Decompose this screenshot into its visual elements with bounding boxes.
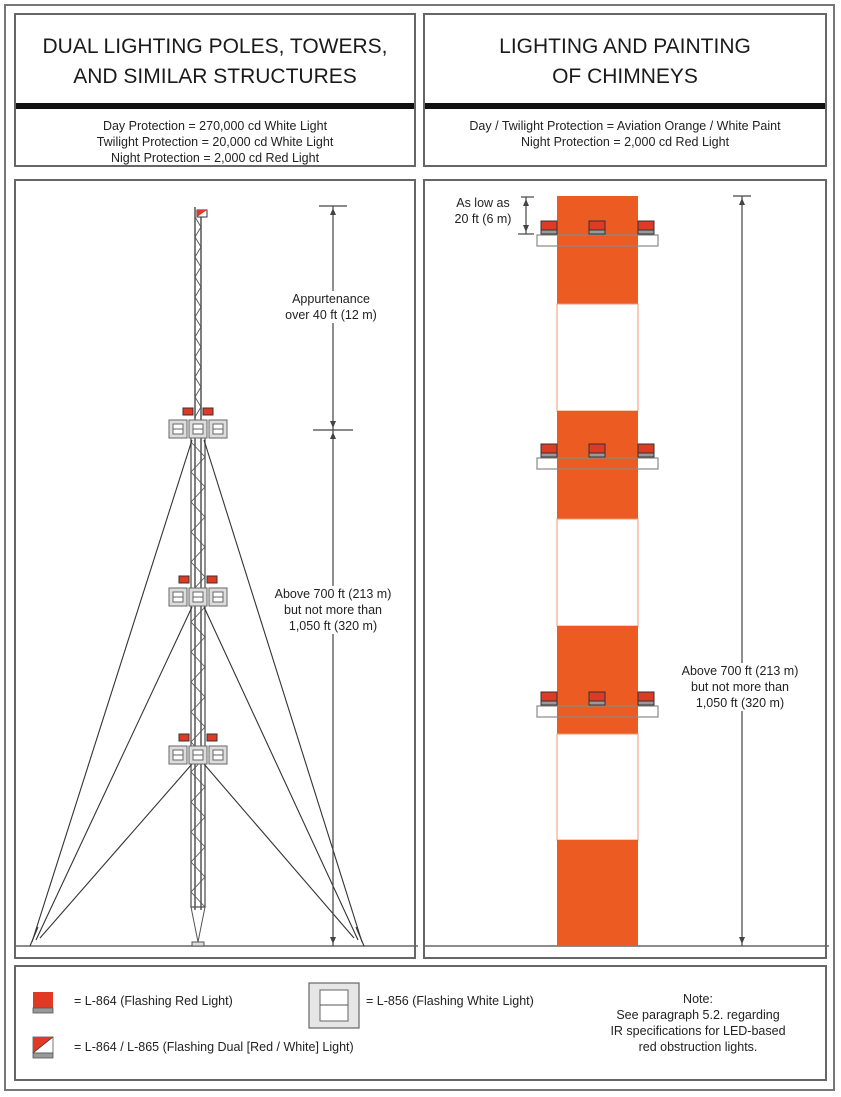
tower-diagram-panel: Appurtenance over 40 ft (12 m) Above 700… [14,179,418,959]
tower-height-dimension-label: Above 700 ft (213 m) but not more than 1… [266,586,400,634]
left-protection-twilight: Twilight Protection = 20,000 cd White Li… [96,135,334,149]
chimney-lights-lower [536,691,659,718]
left-title-divider [16,103,414,109]
left-protection-night: Night Protection = 2,000 cd Red Light [110,151,320,165]
legend-symbols [32,982,360,1059]
left-protection-day: Day Protection = 270,000 cd White Light [102,119,328,133]
legend-note: Note: See paragraph 5.2. regarding IR sp… [610,992,786,1054]
right-title-line2: OF CHIMNEYS [552,65,698,88]
chimney-diagram-panel: As low as 20 ft (6 m) Above 700 ft (213 … [423,179,829,959]
light-cluster-lower [168,733,228,765]
appurtenance-dimension-label: Appurtenance over 40 ft (12 m) [266,291,396,323]
left-header-box: DUAL LIGHTING POLES, TOWERS, AND SIMILAR… [14,13,416,167]
legend-white-light-label: = L-856 (Flashing White Light) [366,994,534,1008]
white-light-icon [308,982,360,1029]
legend-red-light-label: = L-864 (Flashing Red Light) [74,994,233,1008]
left-title-line2: AND SIMILAR STRUCTURES [73,65,357,88]
right-protection-night: Night Protection = 2,000 cd Red Light [520,135,730,149]
chimney-drawing [425,195,829,947]
right-title-divider [425,103,825,109]
left-title-line1: DUAL LIGHTING POLES, TOWERS, [42,35,388,58]
right-header-box: LIGHTING AND PAINTING OF CHIMNEYS Day / … [423,13,827,167]
red-light-icon [32,992,54,1014]
guyed-tower-drawing [16,205,418,947]
chimney-lights-middle [536,443,659,470]
right-protection-day-twilight: Day / Twilight Protection = Aviation Ora… [469,119,781,133]
legend-dual-light-label: = L-864 / L-865 (Flashing Dual [Red / Wh… [74,1040,354,1054]
light-cluster-middle [168,575,228,607]
chimney-height-dimension-label: Above 700 ft (213 m) but not more than 1… [673,663,807,711]
page-frame [4,4,835,1091]
light-cluster-upper [168,407,228,439]
dual-light-icon [32,1036,54,1059]
legend-box: = L-864 (Flashing Red Light) = L-864 / L… [14,965,827,1081]
chimney-top-dimension-label: As low as 20 ft (6 m) [445,195,521,227]
chimney-lights-top [536,220,659,247]
right-title-line1: LIGHTING AND PAINTING [499,35,751,58]
